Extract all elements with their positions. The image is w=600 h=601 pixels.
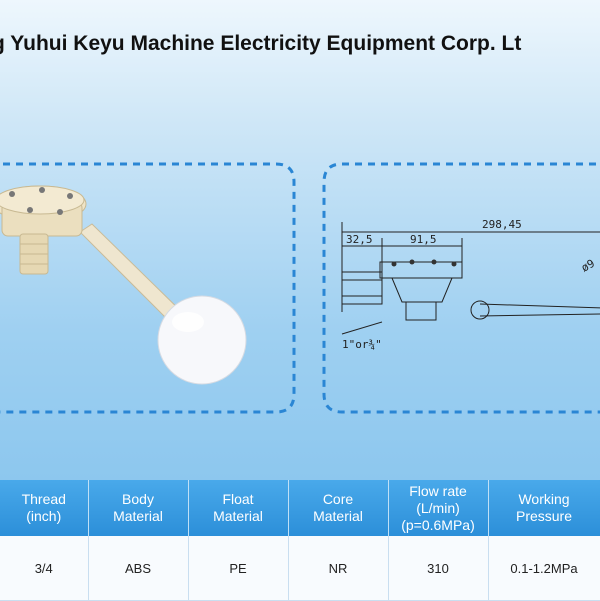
page-title: g Yuhui Keyu Machine Electricity Equipme…: [0, 32, 522, 55]
dimension-diameter: ø9: [579, 257, 597, 275]
header-float-material: Float Material: [188, 480, 289, 536]
product-photo-panel: [0, 162, 296, 414]
header-thread: Thread (inch): [0, 480, 89, 536]
float-valve-photo: [0, 162, 296, 414]
dimension-middle: 91,5: [410, 233, 437, 246]
header-text: Material: [213, 508, 263, 524]
header-flow-rate: Flow rate (L/min) (p=0.6MPa): [388, 480, 489, 536]
specs-table: Thread (inch) Body Material Float Materi…: [0, 480, 600, 601]
header-text: Working: [518, 491, 570, 507]
table-row: 3/4 ABS PE NR 310 0.1-1.2MPa: [0, 536, 600, 601]
cell-flow-rate: 310: [388, 536, 489, 601]
header-text: Material: [313, 508, 363, 524]
cell-body-material: ABS: [88, 536, 189, 601]
technical-drawing: 298,45 32,5 91,5 ø9 1"or¾": [322, 162, 600, 414]
cell-thread: 3/4: [0, 536, 89, 601]
header-text: Pressure: [515, 508, 573, 524]
header-text: Flow rate: [409, 482, 467, 499]
cell-float-material: PE: [188, 536, 289, 601]
header-core-material: Core Material: [288, 480, 389, 536]
specs-header-row: Thread (inch) Body Material Float Materi…: [0, 480, 600, 536]
header-body-material: Body Material: [88, 480, 189, 536]
thread-note: 1"or¾": [342, 338, 382, 351]
header-text: (L/min): [416, 499, 460, 516]
header-text: Body: [122, 491, 154, 507]
header-text: Material: [113, 508, 163, 524]
header-text: (inch): [26, 508, 62, 524]
header-text: Core: [322, 491, 354, 507]
header-text: (p=0.6MPa): [401, 516, 475, 533]
dimension-left: 32,5: [346, 233, 373, 246]
dimension-total: 298,45: [482, 218, 522, 231]
header-text: Thread: [21, 491, 66, 507]
header-text: Float: [222, 491, 254, 507]
cell-core-material: NR: [288, 536, 389, 601]
technical-drawing-panel: 298,45 32,5 91,5 ø9 1"or¾": [322, 162, 600, 414]
cell-working-pressure: 0.1-1.2MPa: [488, 536, 600, 601]
header-working-pressure: Working Pressure: [488, 480, 600, 536]
